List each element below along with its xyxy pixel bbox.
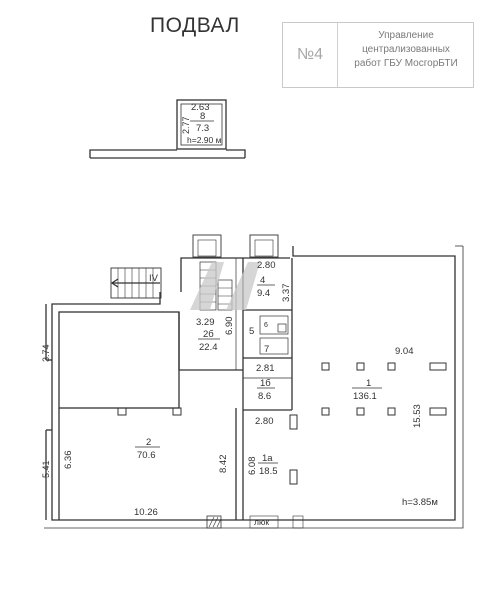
room-4-width: 2.80 (257, 260, 276, 271)
stamp-line: Управление (378, 30, 434, 41)
room-1-columns (117, 362, 447, 485)
room-1-area: 136.1 (353, 391, 377, 402)
room-1a-width: 2.80 (255, 416, 274, 427)
room-1-width: 9.04 (395, 346, 414, 357)
hatch-label: люк (254, 517, 269, 527)
watermark-logo (190, 262, 260, 310)
edge-left-top: 3.74 (41, 344, 51, 362)
building-outline (44, 245, 464, 529)
stamp-number: №4 (283, 23, 338, 87)
room-1b-width: 2.81 (256, 363, 275, 374)
stair-label: IV (149, 273, 159, 284)
edge-left-bottom: 5.41 (41, 460, 51, 478)
room-1b-area: 8.6 (258, 391, 271, 402)
stamp-text: Управление централизованных работ ГБУ Мо… (339, 29, 473, 71)
room-1a-area: 18.5 (259, 466, 278, 477)
room-6-number: 6 (264, 322, 268, 329)
stamp-line: централизованных (362, 44, 450, 55)
room-8-side: 2.77 (181, 116, 191, 134)
room-1-height: h=3.85м (402, 497, 438, 508)
room-2b-number: 2б (203, 329, 214, 340)
stamp-line: работ ГБУ МосгорБТИ (354, 58, 458, 69)
room-4-number: 4 (260, 275, 265, 286)
room-8-width: 2.63 (191, 102, 210, 113)
room-8-outline (89, 99, 246, 159)
room-7-number: 7 (264, 344, 269, 355)
room-2-right-side: 8.42 (218, 455, 229, 474)
room-2b-width: 3.29 (196, 317, 215, 328)
bti-stamp: №4 Управление централизованных работ ГБУ… (282, 22, 474, 88)
room-2-number: 2 (146, 437, 151, 448)
hatch (206, 515, 304, 529)
room-8-number: 8 (200, 111, 205, 122)
room-4-side: 3.37 (281, 284, 292, 303)
room-1-side: 15.53 (412, 404, 423, 428)
room-1a-side: 6.08 (247, 457, 258, 476)
room-8-area: 7.3 (196, 123, 209, 134)
room-2-bottom: 10.26 (134, 507, 158, 518)
room-2-left-side: 6.36 (63, 451, 74, 470)
room-1-number: 1 (366, 378, 371, 389)
room-5-number: 5 (249, 326, 254, 337)
room-2-area: 70.6 (137, 450, 156, 461)
room-2b-area: 22.4 (199, 342, 218, 353)
room-2b-side: 6.90 (224, 317, 235, 336)
room-8-height: h=2.90 м (187, 135, 222, 145)
room-1b-number: 1б (260, 378, 271, 389)
room-4-area: 9.4 (257, 288, 270, 299)
page-title: ПОДВАЛ (150, 14, 240, 37)
room-1a-number: 1а (262, 453, 273, 464)
